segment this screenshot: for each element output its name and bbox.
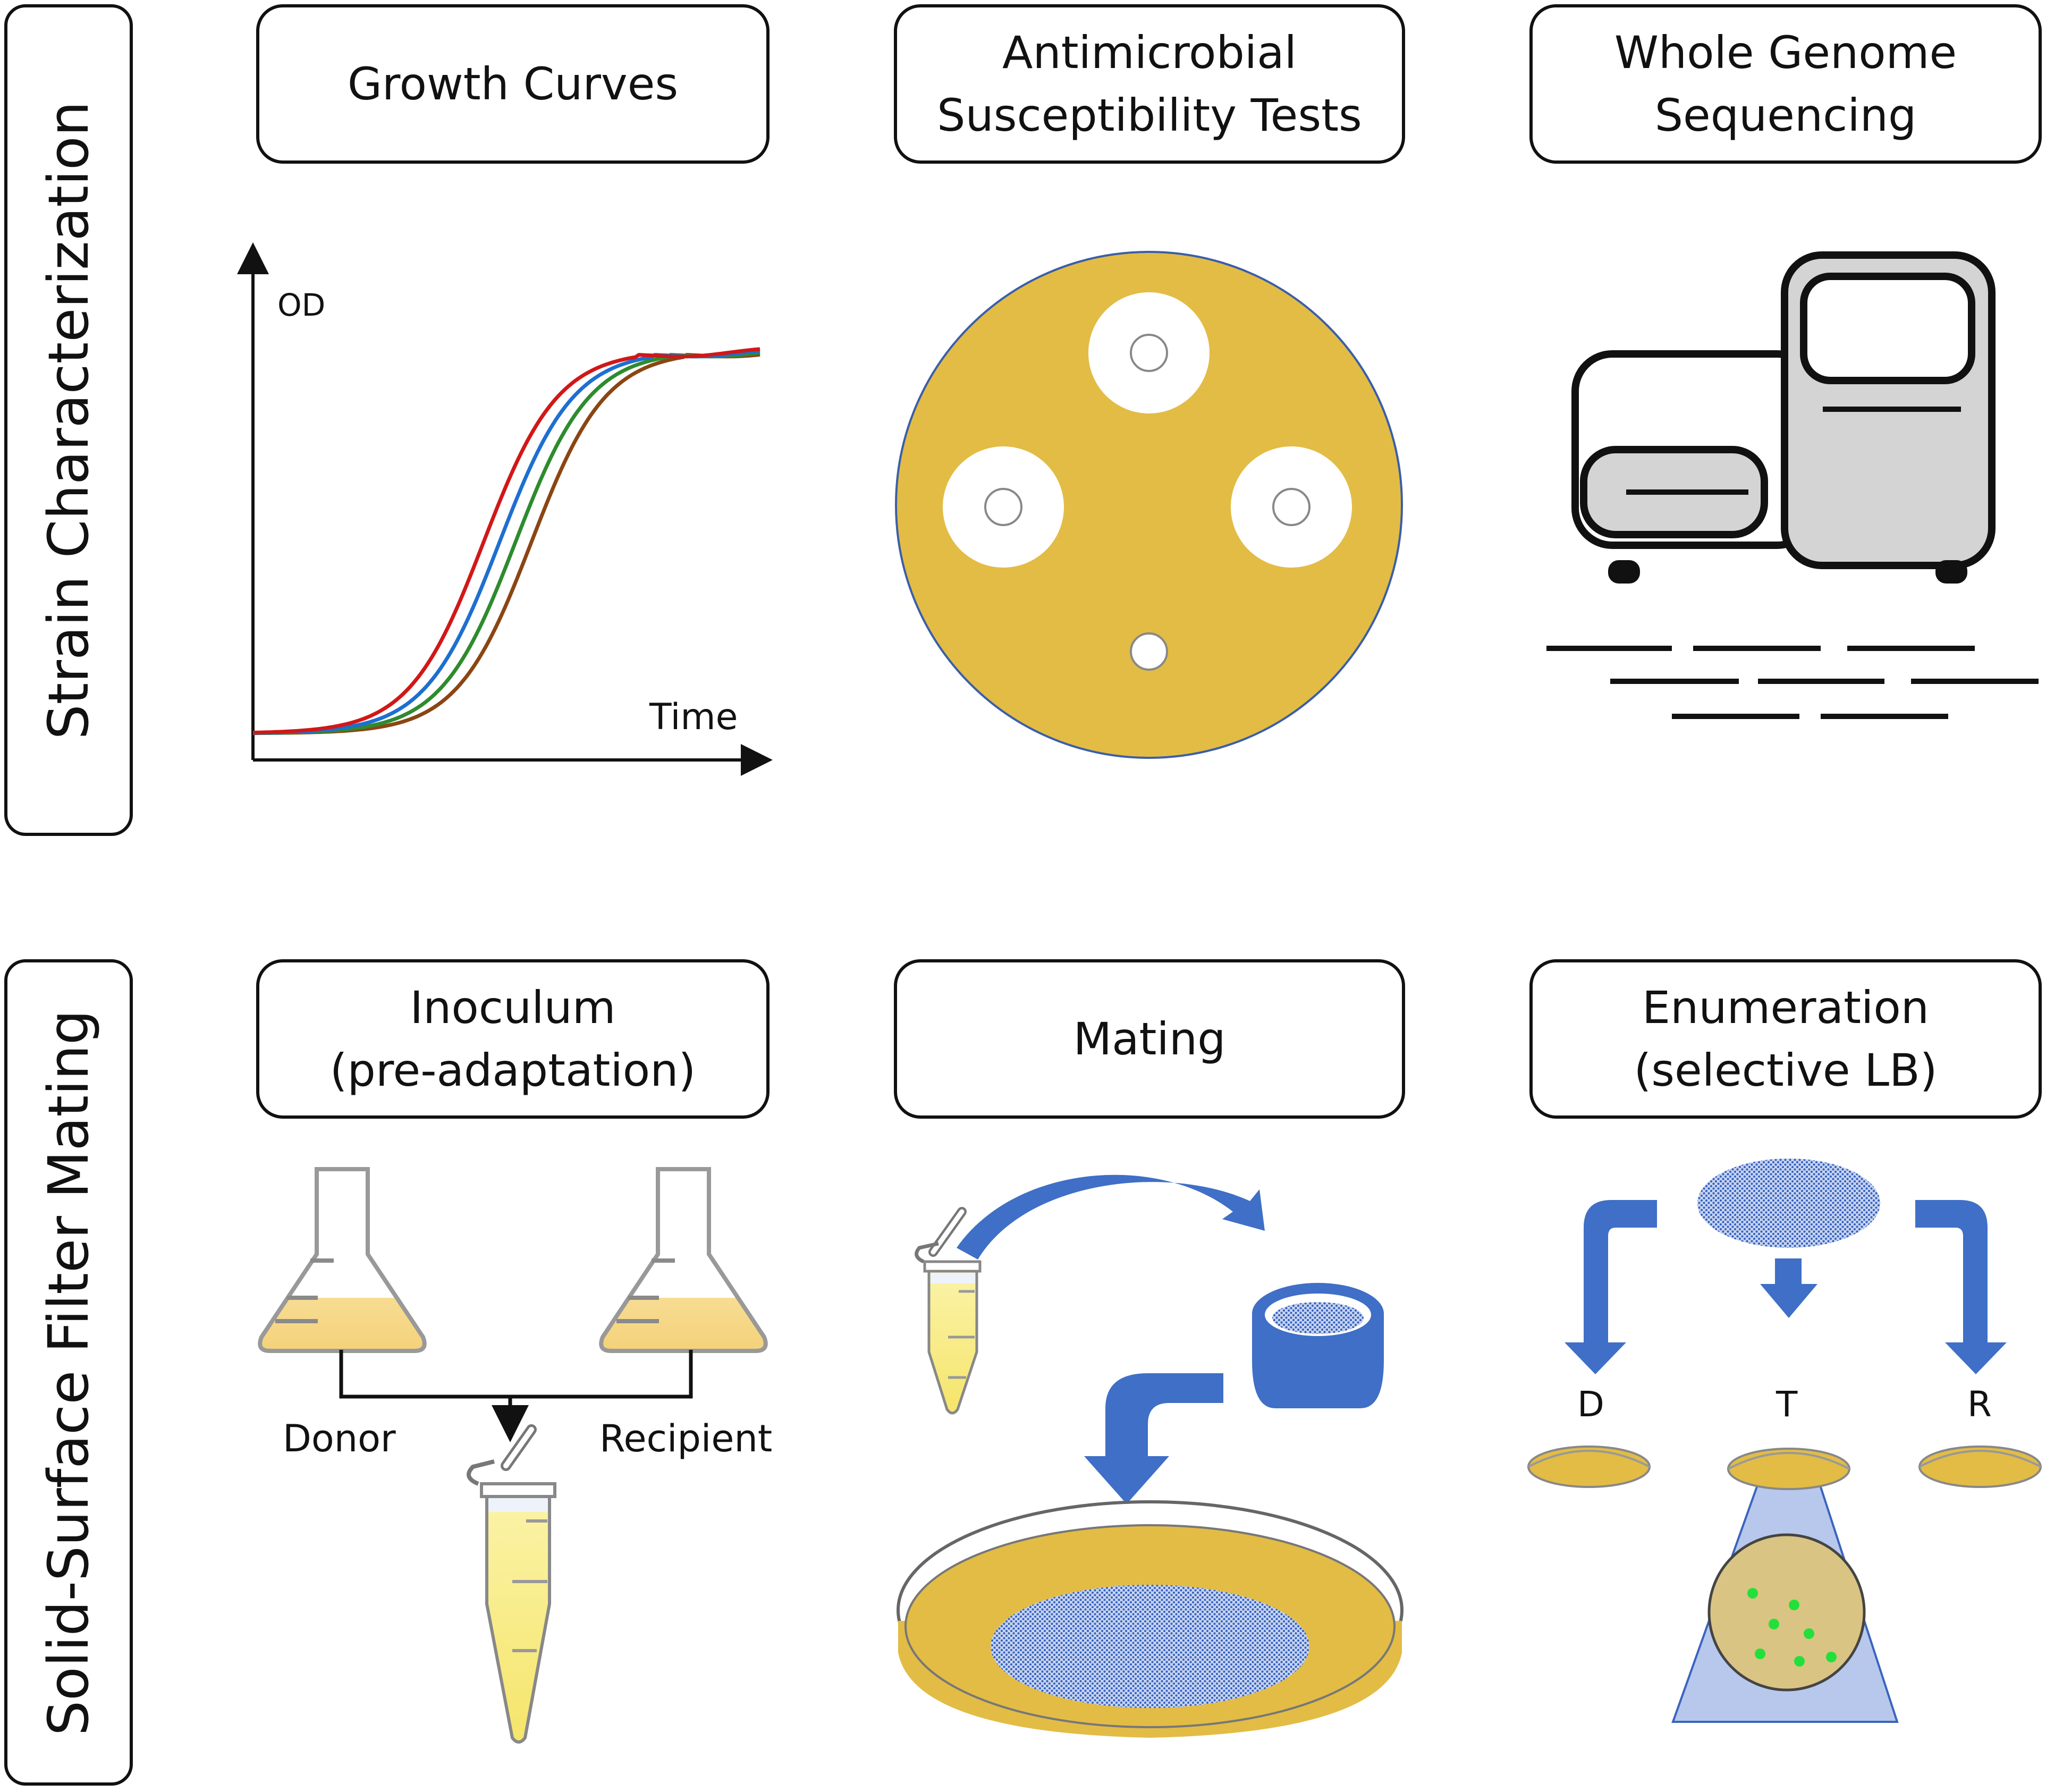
arrow-to-transconjugant-plate bbox=[1760, 1258, 1817, 1318]
plate-label-t: T bbox=[1776, 1384, 1798, 1425]
row-label-strain-characterization: Strain Characterization bbox=[4, 4, 133, 836]
row-label-filter-mating: Solid-Surface Filter Mating bbox=[4, 959, 133, 1786]
ast-title-line1: Antimicrobial bbox=[1002, 27, 1297, 79]
inoculum-title-line2: (pre-adaptation) bbox=[329, 1044, 696, 1096]
inoculum-title-line1: Inoculum bbox=[410, 982, 616, 1034]
wgs-title-box: Whole Genome Sequencing bbox=[1529, 4, 2042, 164]
ast-title-box: Antimicrobial Susceptibility Tests bbox=[894, 4, 1405, 164]
donor-label: Donor bbox=[283, 1417, 396, 1460]
enumeration-illustration bbox=[1527, 1159, 2042, 1723]
arrow-to-recipient-plate bbox=[1915, 1200, 2007, 1374]
chart-ylabel: OD bbox=[277, 287, 326, 323]
enumeration-title-line1: Enumeration bbox=[1642, 982, 1929, 1034]
agar-plate bbox=[895, 251, 1403, 759]
enumeration-title-line2: (selective LB) bbox=[1634, 1044, 1938, 1096]
sequencer-icon bbox=[1546, 251, 2039, 719]
inoculum-title-box: Inoculum (pre-adaptation) bbox=[256, 959, 770, 1119]
growth-curve-chart bbox=[237, 242, 773, 776]
mating-title: Mating bbox=[1073, 1013, 1226, 1065]
culture-tube-icon bbox=[915, 1207, 982, 1415]
wgs-title-line1: Whole Genome bbox=[1614, 27, 1957, 79]
plate-label-d: D bbox=[1577, 1384, 1604, 1425]
growth-curve-line bbox=[252, 351, 760, 735]
enumeration-title-box: Enumeration (selective LB) bbox=[1529, 959, 2042, 1119]
wgs-title-line2: Sequencing bbox=[1654, 89, 1917, 141]
transconjugant-plate bbox=[1727, 1448, 1850, 1490]
ast-title-line2: Susceptibility Tests bbox=[937, 89, 1362, 141]
recipient-plate bbox=[1918, 1446, 2042, 1488]
agar-plate-with-filter bbox=[897, 1500, 1404, 1738]
row-label-text: Solid-Surface Filter Mating bbox=[36, 1009, 101, 1736]
mating-title-box: Mating bbox=[894, 959, 1405, 1119]
growth-curve-line bbox=[253, 349, 760, 735]
transfer-arrow bbox=[957, 1174, 1265, 1260]
mating-illustration bbox=[897, 1174, 1404, 1738]
row-label-text: Strain Characterization bbox=[36, 100, 101, 740]
antibiotic-disk bbox=[1272, 488, 1311, 526]
antibiotic-disk bbox=[984, 488, 1022, 526]
colony-plate-view bbox=[1707, 1533, 1866, 1692]
antibiotic-disk bbox=[1130, 632, 1168, 671]
chart-xlabel: Time bbox=[649, 696, 738, 738]
transconjugant-colonies bbox=[1747, 1588, 1837, 1667]
arrow-to-donor-plate bbox=[1565, 1200, 1657, 1374]
growth-curve-line bbox=[252, 347, 760, 734]
filter-membrane bbox=[1697, 1159, 1880, 1248]
growth-curves-title: Growth Curves bbox=[347, 58, 679, 110]
recipient-label: Recipient bbox=[599, 1417, 773, 1460]
filter-holder-icon bbox=[1252, 1283, 1384, 1408]
antibiotic-disk bbox=[1130, 334, 1168, 372]
growth-curves-title-box: Growth Curves bbox=[256, 4, 770, 164]
sequence-reads bbox=[1546, 646, 2039, 719]
place-filter-arrow bbox=[1084, 1373, 1223, 1504]
growth-curve-line bbox=[253, 352, 760, 736]
mixed-culture-tube-icon bbox=[467, 1424, 556, 1744]
donor-plate bbox=[1527, 1446, 1651, 1488]
recipient-flask-icon bbox=[599, 1167, 768, 1353]
mixing-connector bbox=[339, 1350, 693, 1442]
plate-label-r: R bbox=[1967, 1384, 1992, 1425]
growth-curves bbox=[252, 347, 760, 736]
antibiotic-disk-plate bbox=[895, 251, 1403, 759]
donor-flask-icon bbox=[258, 1167, 427, 1353]
